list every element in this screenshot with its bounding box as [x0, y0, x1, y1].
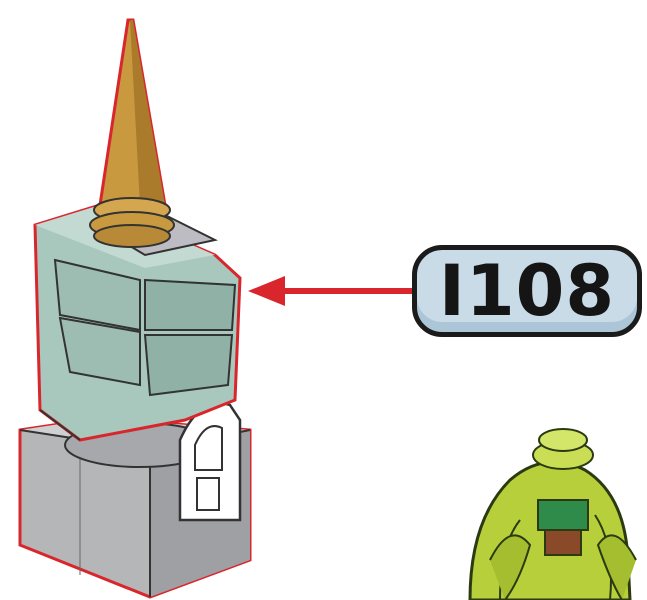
white-arch-window [180, 403, 240, 520]
gold-spire [90, 20, 174, 247]
part-number-callout: I108 [412, 245, 642, 337]
part-number-label: I108 [439, 256, 615, 326]
pointer-arrow-icon [248, 276, 412, 306]
lime-plant-part-icon [470, 429, 636, 600]
tower-assembly-icon [20, 20, 250, 597]
